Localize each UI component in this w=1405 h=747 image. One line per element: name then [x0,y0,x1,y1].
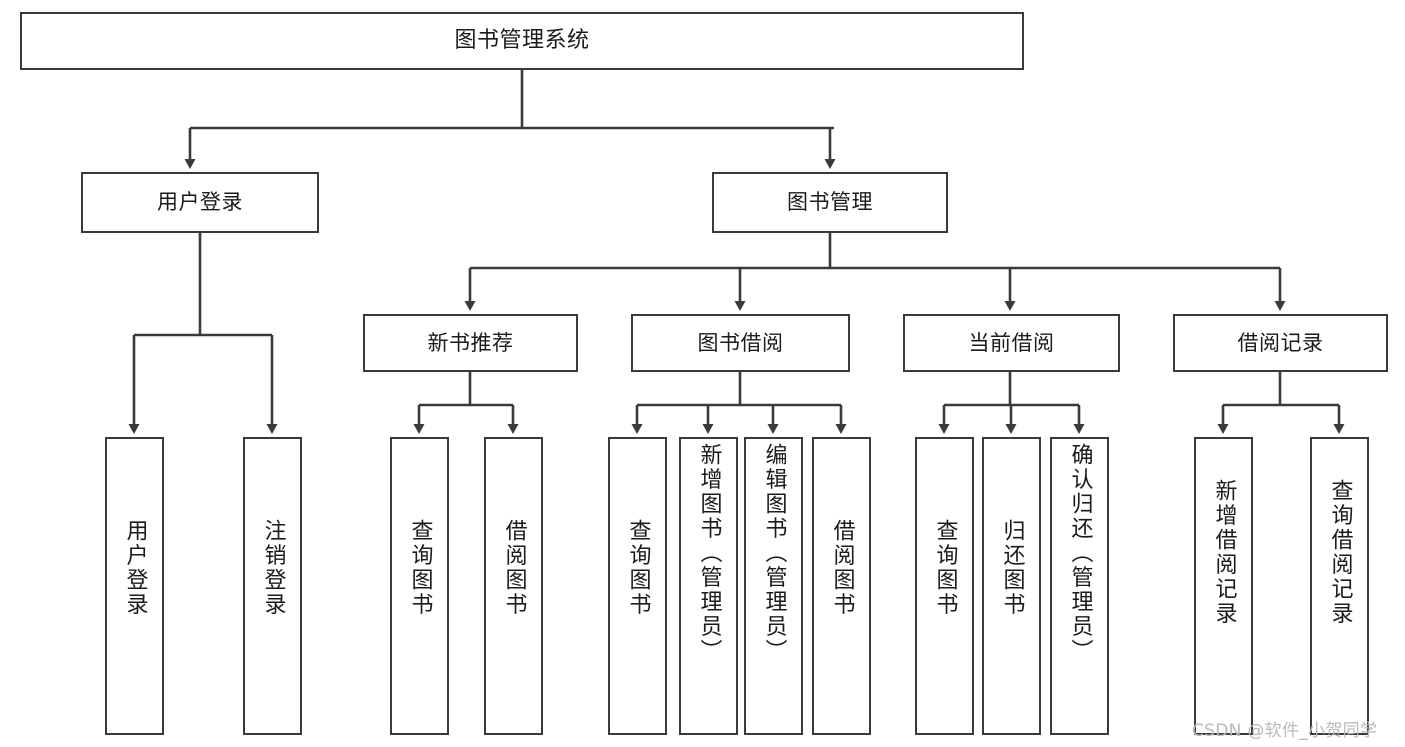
node-label: 查询图书 [407,519,433,617]
leaf-book-borrow-edit[interactable]: 编辑图书（管理员） [744,437,803,735]
node-label: 用户登录 [122,519,148,617]
leaf-book-borrow-add[interactable]: 新增图书（管理员） [679,437,738,735]
leaf-book-borrow-query[interactable]: 查询图书 [608,437,667,735]
node-label: 借阅记录 [1237,330,1324,355]
node-label: 新增借阅记录 [1211,479,1237,626]
node-root-system[interactable]: 图书管理系统 [20,12,1024,70]
node-label: 借阅图书 [829,519,855,617]
leaf-current-borrow-return[interactable]: 归还图书 [982,437,1041,735]
node-label: 图书借阅 [697,330,784,355]
leaf-new-book-query[interactable]: 查询图书 [390,437,449,735]
node-label: 查询图书 [625,519,651,617]
leaf-user-login-logout[interactable]: 注销登录 [243,437,302,735]
node-label: 确认归还（管理员） [1067,443,1093,664]
leaf-current-borrow-confirm-return[interactable]: 确认归还（管理员） [1050,437,1109,735]
node-book-management[interactable]: 图书管理 [712,172,948,233]
node-label: 图书管理 [787,190,873,215]
node-label: 当前借阅 [968,330,1055,355]
node-label: 编辑图书（管理员） [761,443,787,664]
node-label: 归还图书 [999,519,1025,617]
node-label: 查询图书 [932,519,958,617]
node-label: 借阅图书 [501,519,527,617]
watermark-text: CSDN @软件_小贺同学 [1192,721,1378,741]
node-current-borrow[interactable]: 当前借阅 [903,314,1120,372]
leaf-borrow-record-query[interactable]: 查询借阅记录 [1310,437,1369,735]
leaf-current-borrow-query[interactable]: 查询图书 [915,437,974,735]
leaf-borrow-record-add[interactable]: 新增借阅记录 [1194,437,1253,735]
node-new-book-recommend[interactable]: 新书推荐 [363,314,578,372]
leaf-book-borrow-borrow[interactable]: 借阅图书 [812,437,871,735]
node-label: 用户登录 [157,190,243,215]
node-book-borrow[interactable]: 图书借阅 [631,314,850,372]
node-label: 查询借阅记录 [1327,479,1353,626]
node-label: 新书推荐 [427,330,514,355]
node-borrow-record[interactable]: 借阅记录 [1173,314,1388,372]
node-label: 注销登录 [260,519,286,617]
node-label: 图书管理系统 [454,28,590,54]
node-user-login[interactable]: 用户登录 [81,172,319,233]
leaf-new-book-borrow[interactable]: 借阅图书 [484,437,543,735]
leaf-user-login-login[interactable]: 用户登录 [105,437,164,735]
node-label: 新增图书（管理员） [696,443,722,664]
